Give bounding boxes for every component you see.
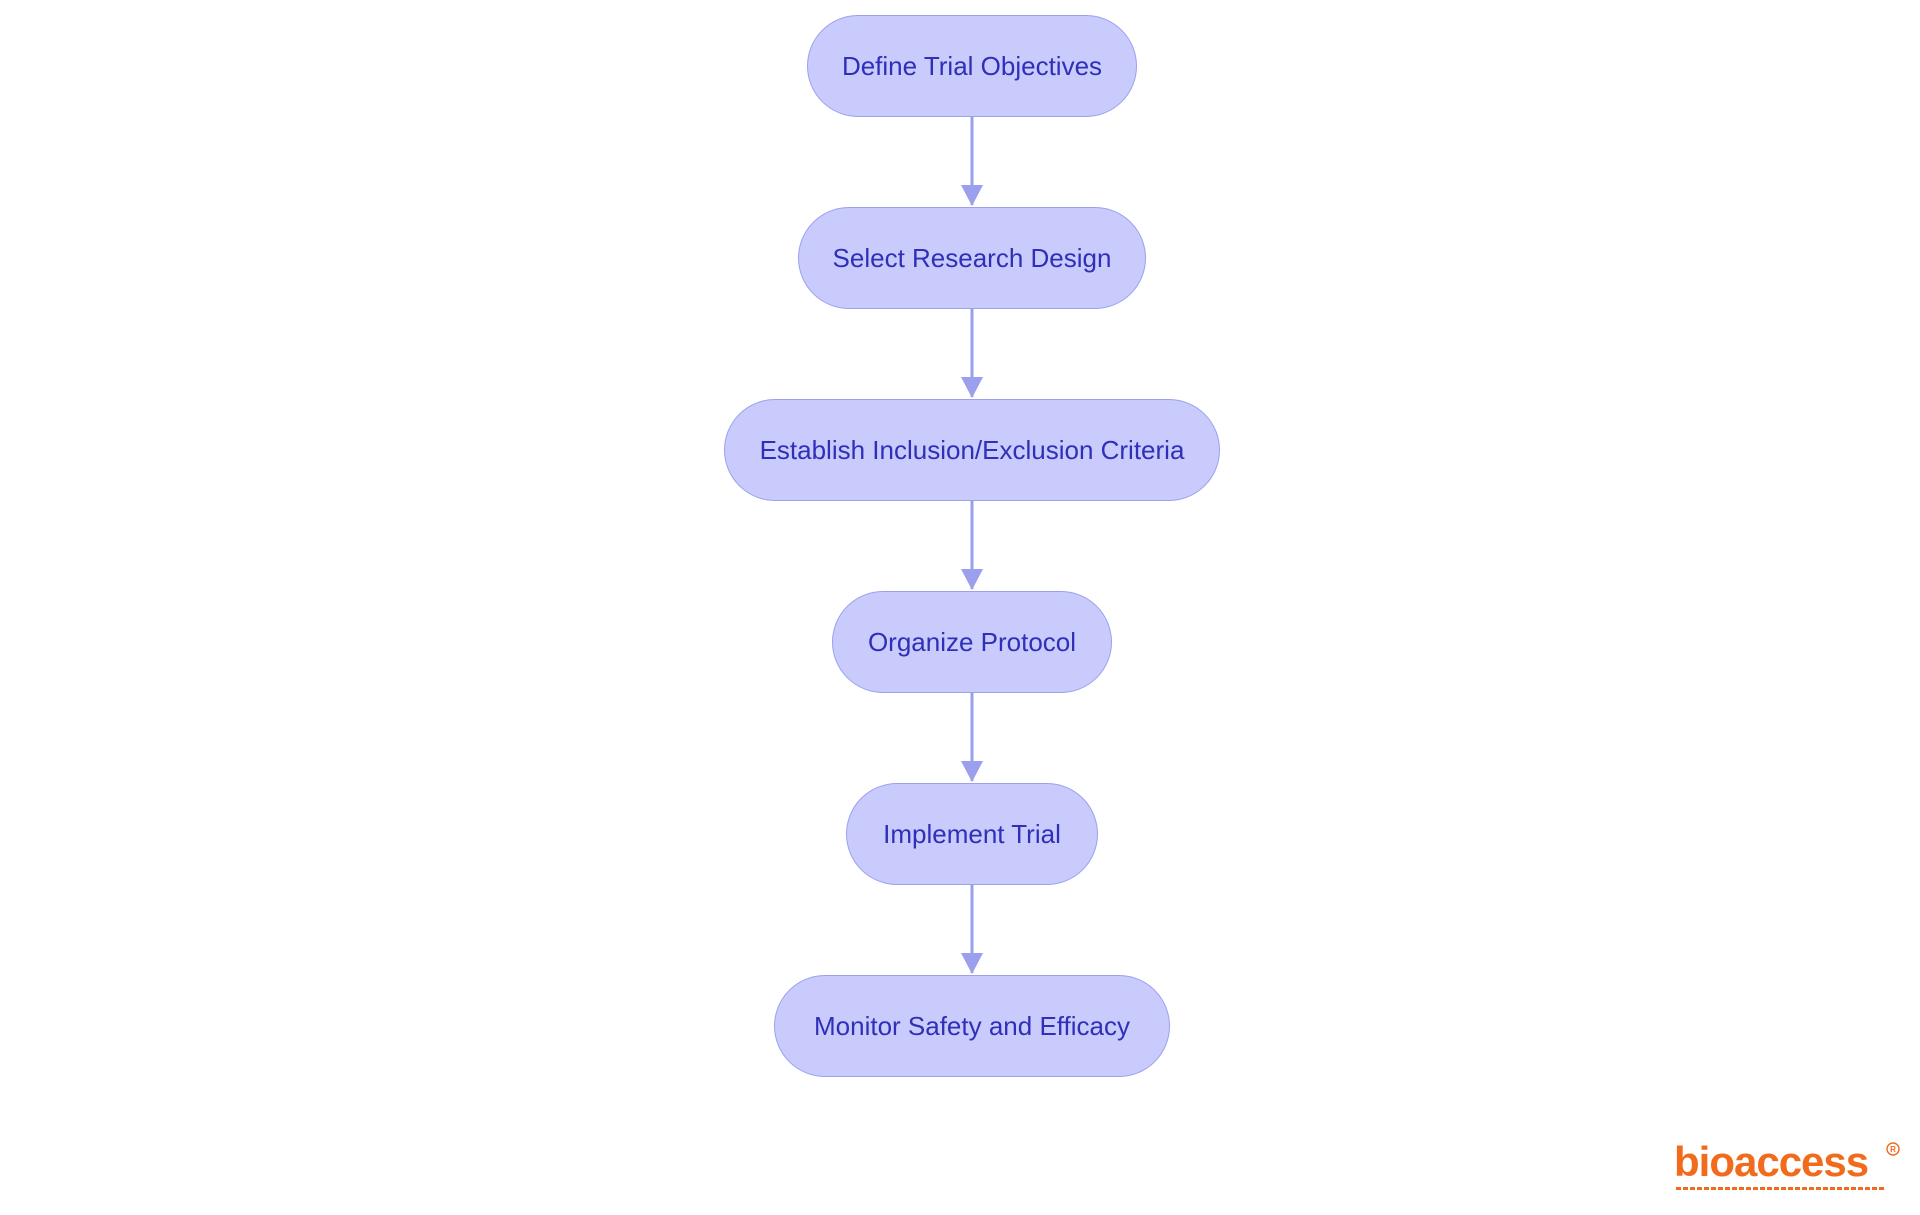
step-label: Implement Trial [883,818,1061,849]
arrowhead-1 [961,185,983,206]
arrowhead-3 [961,569,983,590]
step-organize-protocol: Organize Protocol [832,591,1112,693]
step-label: Organize Protocol [867,626,1077,657]
arrowhead-4 [961,761,983,782]
step-define-trial-objectives: Define Trial Objectives [807,15,1137,117]
step-label: Define Trial Objectives [841,50,1103,81]
step-implement-trial: Implement Trial [846,783,1098,885]
registered-mark-icon: R [1886,1142,1900,1156]
logo-wordmark: bioaccess [1674,1138,1869,1185]
step-label: Establish Inclusion/Exclusion Criteria [759,434,1185,465]
step-select-research-design: Select Research Design [798,207,1146,309]
step-establish-inclusion-exclusion-criteria: Establish Inclusion/Exclusion Criteria [724,399,1220,501]
svg-text:R: R [1890,1145,1896,1154]
arrowhead-2 [961,377,983,398]
arrowhead-5 [961,953,983,974]
step-label: Select Research Design [832,242,1112,273]
logo-tagline-graphic [1676,1187,1884,1190]
bioaccess-logo: bioaccess R [1664,1138,1900,1198]
step-label: Monitor Safety and Efficacy [813,1010,1130,1041]
step-monitor-safety-and-efficacy: Monitor Safety and Efficacy [774,975,1170,1077]
